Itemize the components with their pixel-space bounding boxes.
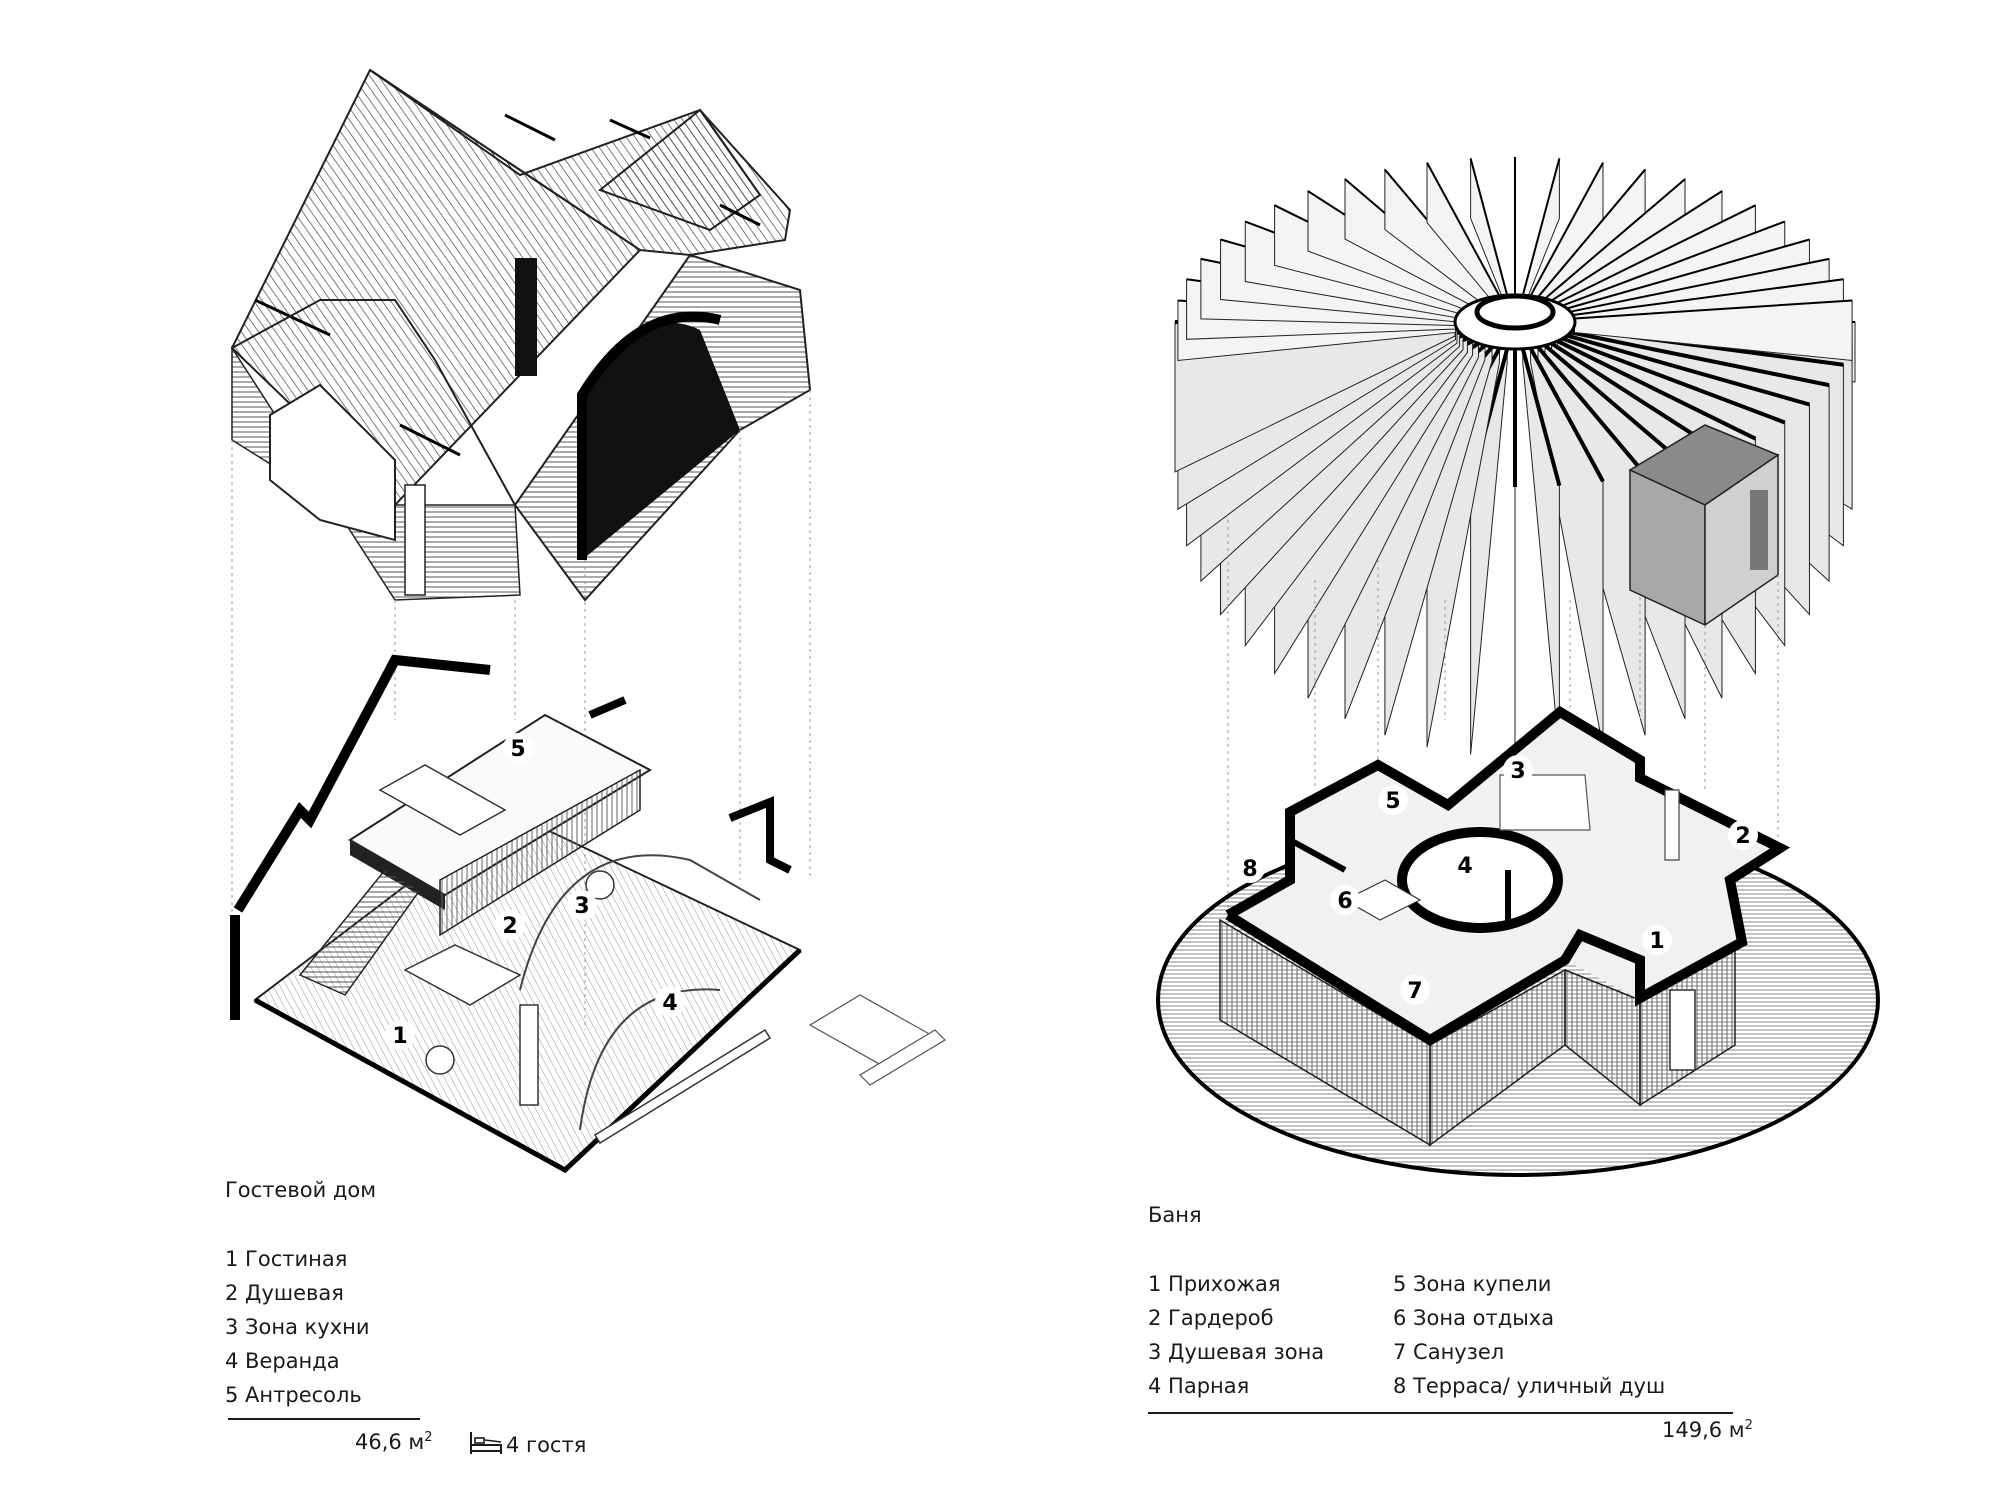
bed-icon [470, 1432, 502, 1454]
svg-text:4: 4 [1457, 854, 1472, 879]
bath-marker-5: 5 [1378, 785, 1408, 815]
svg-text:3: 3 [1510, 759, 1525, 784]
roof-rib-edge [1556, 339, 1757, 441]
bath-room-4: 4 Парная [1148, 1374, 1250, 1398]
roof-rib-edge [1537, 168, 1646, 298]
roof-rib-edge [1572, 278, 1844, 317]
guest-house-markers: 1 2 3 4 5 [385, 733, 685, 1050]
roof-rib-edge [1562, 220, 1786, 307]
roof-rib-edge [1529, 162, 1604, 297]
svg-text:5: 5 [510, 737, 525, 762]
bath-marker-2: 2 [1728, 820, 1758, 850]
guest-room-5: 5 Антресоль [225, 1383, 362, 1407]
guest-marker-2: 2 [495, 910, 525, 940]
bath-room-7: 7 Санузел [1393, 1340, 1505, 1364]
guest-room-2: 2 Душевая [225, 1281, 344, 1305]
bath-marker-6: 6 [1330, 885, 1360, 915]
bath-marker-8: 8 [1235, 853, 1265, 883]
guest-house-title: Гостевой дом [225, 1178, 377, 1202]
guest-divider [228, 1418, 420, 1420]
guest-room-3: 3 Зона кухни [225, 1315, 370, 1339]
roof-rib-edge [1469, 158, 1509, 296]
roof-rib-edge [1561, 336, 1786, 425]
bath-divider [1148, 1412, 1733, 1414]
roof-rib-edge [1574, 299, 1853, 320]
svg-text:3: 3 [574, 894, 589, 919]
roof-rib-edge [1426, 162, 1501, 297]
guest-house-capacity: 4 гостя [506, 1433, 587, 1457]
bath-room-8: 8 Терраса/ уличный душ [1393, 1374, 1666, 1398]
bathhouse-title: Баня [1148, 1203, 1202, 1227]
bath-room-3: 3 Душевая зона [1148, 1340, 1325, 1364]
svg-text:1: 1 [1649, 929, 1664, 954]
bath-marker-7: 7 [1400, 975, 1430, 1005]
bath-marker-4: 4 [1450, 850, 1480, 880]
guest-house-plan [230, 654, 946, 1174]
svg-text:2: 2 [1735, 824, 1750, 849]
guest-room-4: 4 Веранда [225, 1349, 340, 1373]
projection-lines-guest [231, 390, 811, 1030]
bathhouse-roof-box [1628, 424, 1780, 627]
svg-text:5: 5 [1385, 789, 1400, 814]
svg-text:4: 4 [662, 991, 677, 1016]
bath-room-6: 6 Зона отдыха [1393, 1306, 1555, 1330]
bath-marker-3: 3 [1503, 755, 1533, 785]
guest-house-area: 46,6 м2 [355, 1430, 433, 1454]
guest-marker-1: 1 [385, 1020, 415, 1050]
roof-rib-edge [1556, 204, 1756, 304]
bath-room-2: 2 Гардероб [1148, 1306, 1274, 1330]
svg-text:8: 8 [1242, 857, 1257, 882]
svg-text:2: 2 [502, 914, 517, 939]
bath-room-5: 5 Зона купели [1393, 1272, 1552, 1296]
svg-text:1: 1 [392, 1024, 407, 1049]
bathhouse-area: 149,6 м2 [1662, 1418, 1753, 1442]
roof-rib-edge [1550, 190, 1723, 302]
bath-room-1: 1 Прихожая [1148, 1272, 1281, 1296]
roof-rib-edge [1570, 330, 1830, 388]
roof-rib-edge [1544, 178, 1686, 300]
guest-marker-4: 4 [655, 987, 685, 1017]
guest-marker-5: 5 [503, 733, 533, 763]
roof-rib-edge [1520, 348, 1562, 487]
guest-house-roof [230, 68, 812, 602]
projection-lines-bath [1227, 520, 1779, 920]
roof-rib-edge [1521, 158, 1561, 296]
roof-rib-edge [1543, 343, 1687, 467]
bath-markers: 1 2 3 4 5 6 7 8 [1235, 755, 1758, 1005]
roof-rib-edge [1528, 347, 1605, 483]
svg-text:6: 6 [1337, 889, 1352, 914]
roof-rib-edge [1566, 238, 1810, 310]
roof-rib-edge [1570, 257, 1830, 313]
roof-rib-edge [1566, 333, 1810, 407]
guest-room-1: 1 Гостиная [225, 1247, 348, 1271]
svg-text:7: 7 [1407, 979, 1422, 1004]
bathhouse-roof-center [1453, 293, 1577, 351]
guest-marker-3: 3 [567, 890, 597, 920]
bath-marker-1: 1 [1642, 925, 1672, 955]
roof-rib-edge [1536, 345, 1647, 476]
